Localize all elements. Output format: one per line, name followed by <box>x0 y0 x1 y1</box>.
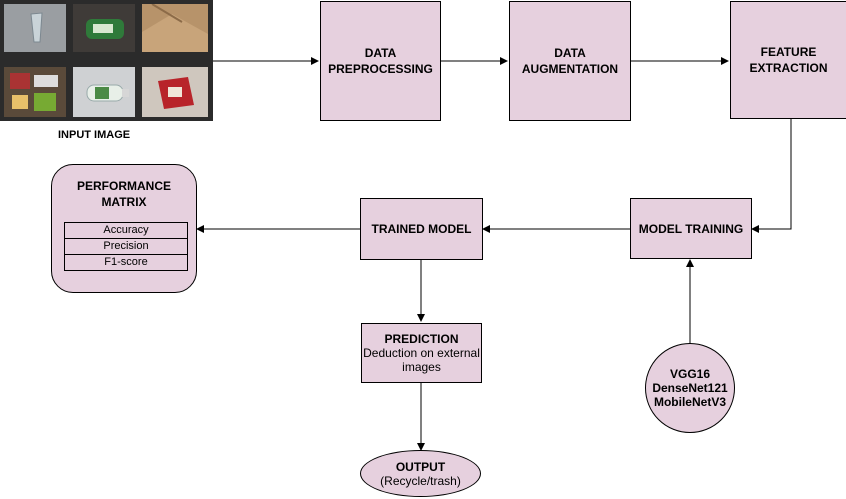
pretrained-models-node: VGG16 DenseNet121 MobileNetV3 <box>645 343 735 433</box>
metric-f1-score: F1-score <box>64 254 188 271</box>
photo-printed-sheet <box>4 67 66 117</box>
node-label: PREDICTION <box>384 332 459 346</box>
data-augmentation-node: DATA AUGMENTATION <box>509 1 631 121</box>
node-label: MODEL TRAINING <box>638 221 744 236</box>
photo-plastic-cup <box>4 4 66 52</box>
data-preprocessing-node: DATA PREPROCESSING <box>320 1 441 121</box>
output-node: OUTPUT (Recycle/trash) <box>360 450 481 497</box>
node-label: EXTRACTION <box>749 61 828 75</box>
node-label: FEATURE <box>760 45 817 59</box>
photo-cardboard <box>142 4 208 52</box>
input-image-caption: INPUT IMAGE <box>58 129 131 141</box>
photo-green-can <box>73 4 135 52</box>
node-label: PERFORMANCE <box>76 179 171 193</box>
photo-red-wrapper <box>142 67 208 117</box>
node-label: MATRIX <box>101 195 147 209</box>
feature-extraction-node: FEATURE EXTRACTION <box>730 1 846 119</box>
trained-model-node: TRAINED MODEL <box>360 198 483 260</box>
arrow-feature-to-training <box>751 119 792 233</box>
node-label: DATA <box>364 46 397 60</box>
node-description: images <box>402 360 441 374</box>
node-label: MobileNetV3 <box>653 395 726 409</box>
node-label: TRAINED MODEL <box>371 222 472 236</box>
node-label: DenseNet121 <box>652 381 728 395</box>
model-training-node: MODEL TRAINING <box>630 198 752 259</box>
node-label: DATA <box>554 46 586 60</box>
node-description: Deduction on external <box>363 346 480 360</box>
metric-precision: Precision <box>64 238 188 255</box>
photo-plastic-bottle <box>73 67 135 117</box>
prediction-node: PREDICTION Deduction on external images <box>361 323 482 383</box>
node-label: VGG16 <box>669 367 711 381</box>
node-label: PREPROCESSING <box>328 62 433 76</box>
node-label: AUGMENTATION <box>521 62 619 76</box>
node-description: (Recycle/trash) <box>380 473 461 488</box>
input-image-grid <box>0 0 213 121</box>
node-label: OUTPUT <box>395 459 446 474</box>
metric-accuracy: Accuracy <box>64 222 188 239</box>
